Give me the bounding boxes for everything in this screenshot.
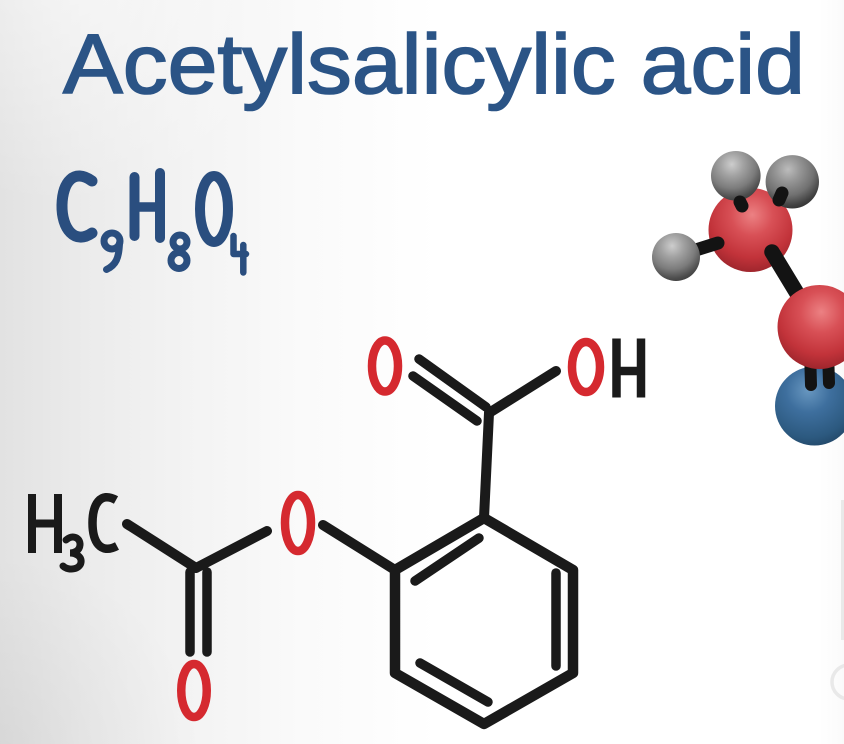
svg-text:Acetylsalicylic acid: Acetylsalicylic acid [63,17,805,111]
